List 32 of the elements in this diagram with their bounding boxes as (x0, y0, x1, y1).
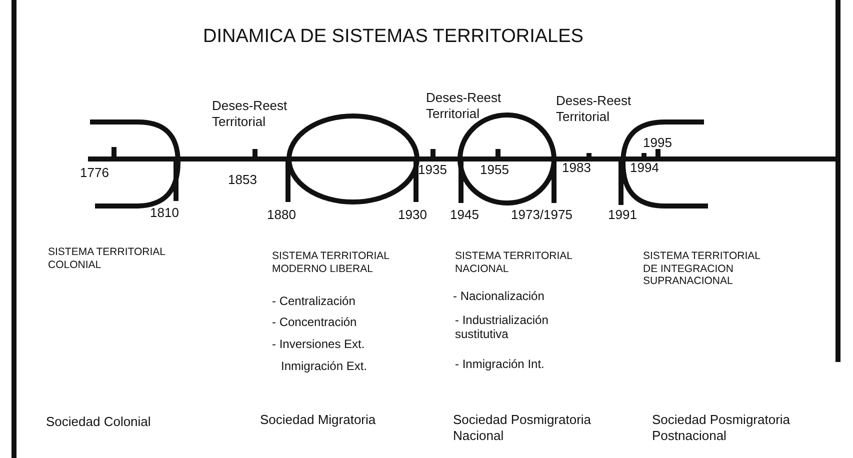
society-label: Sociedad Migratoria (260, 412, 376, 428)
period-label: Deses-Reest Territorial (212, 98, 288, 130)
society-label: Sociedad Colonial (46, 414, 151, 430)
system-heading: SISTEMA TERRITORIAL DE INTEGRACION SUPRANACIONAL (643, 250, 762, 288)
system-heading: SISTEMA TERRITORIAL NACIONAL (455, 250, 574, 276)
system-heading: SISTEMA TERRITORIAL COLONIAL (48, 246, 166, 272)
bullet-item: - Concentración (272, 315, 357, 330)
year-label: 1945 (450, 207, 479, 223)
year-label: 1776 (80, 165, 109, 181)
diagram-title: DINAMICA DE SISTEMAS TERRITORIALES (203, 26, 584, 49)
bullet-item: - Inversiones Ext. (272, 337, 365, 352)
period-label: Deses-Reest Territorial (426, 90, 502, 122)
bullet-item: - Centralización (272, 294, 356, 308)
year-label: 1810 (150, 205, 179, 221)
society-label: Sociedad Posmigratoria Nacional (453, 412, 592, 444)
bullet-item: - Industrialización sustitutiva (455, 313, 550, 342)
bullet-item: - Inmigración Int. (455, 357, 544, 372)
society-label: Sociedad Posmigratoria Postnacional (652, 412, 792, 444)
bullet-item: - Nacionalización (453, 289, 544, 304)
year-label: 1973/1975 (511, 207, 572, 223)
year-label: 1955 (480, 162, 509, 178)
year-label: 1880 (267, 207, 296, 223)
year-label: 1930 (398, 207, 427, 223)
year-label: 1995 (643, 135, 672, 151)
year-label: 1853 (228, 172, 257, 188)
period-label: Deses-Reest Territorial (556, 93, 632, 124)
year-label: 1935 (418, 162, 447, 178)
system-heading: SISTEMA TERRITORIAL MODERNO LIBERAL (272, 250, 390, 276)
bullet-item: Inmigración Ext. (281, 359, 368, 374)
year-label: 1991 (608, 207, 637, 223)
year-label: 1983 (562, 160, 591, 176)
year-label: 1994 (630, 160, 659, 176)
